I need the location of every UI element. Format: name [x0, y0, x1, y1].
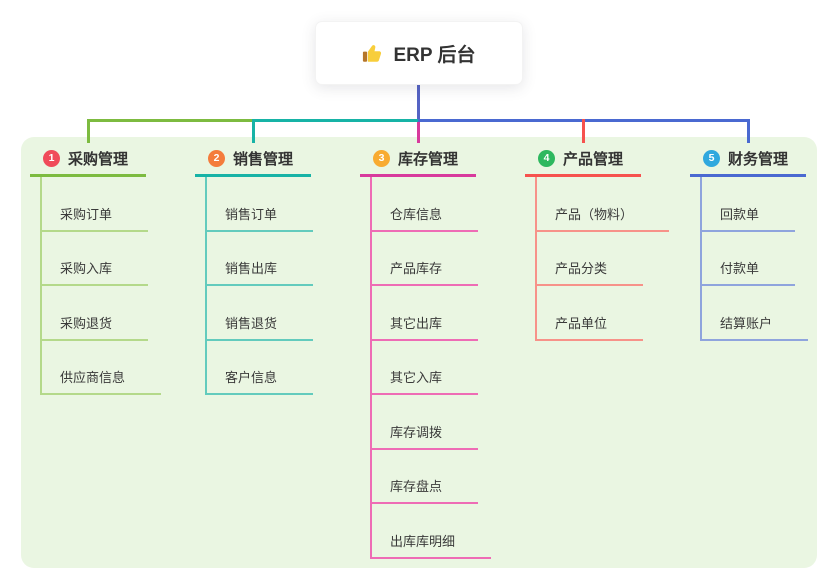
child-node[interactable]: 产品库存 — [372, 232, 479, 286]
branch-children: 回款单付款单结算账户 — [700, 177, 809, 341]
child-node-label: 其它出库 — [390, 315, 443, 331]
connector-bus-segment-1 — [86, 119, 253, 122]
root-title: ERP 后台 — [393, 44, 476, 66]
connector-drop-3 — [416, 122, 420, 143]
branch-4: 4 产品管理产品（物料） 产品分类产品单位 — [525, 143, 670, 341]
branch-2: 2 销售管理销售订单销售出库销售退货客户信息 — [195, 143, 314, 395]
child-node[interactable]: 采购退货 — [42, 286, 149, 341]
child-node-label: 销售订单 — [225, 206, 278, 222]
branch-number-badge: 3 — [373, 150, 390, 167]
child-node[interactable]: 产品分类 — [537, 232, 644, 286]
connector-bus-segment-2 — [253, 119, 418, 122]
child-node-label: 其它入库 — [390, 370, 443, 385]
child-node-label: 客户信息 — [225, 370, 278, 385]
branch-children: 销售订单销售出库销售退货客户信息 — [205, 177, 314, 395]
branch-title: 财务管理 — [728, 151, 789, 168]
child-node[interactable]: 其它出库 — [372, 286, 479, 341]
child-node-label: 采购订单 — [60, 206, 113, 222]
branch-children: 产品（物料） 产品分类产品单位 — [535, 177, 670, 341]
child-node[interactable]: 库存调拨 — [372, 395, 479, 450]
child-node-label: 供应商信息 — [60, 370, 126, 385]
branch-number-badge: 1 — [43, 150, 60, 167]
branch-title: 产品管理 — [563, 151, 624, 168]
root-node[interactable]: ERP 后台 — [315, 21, 523, 85]
child-node-label: 采购退货 — [60, 315, 113, 331]
branch-node-5[interactable]: 5 财务管理 — [690, 143, 806, 177]
child-node[interactable]: 库存盘点 — [372, 450, 479, 504]
mindmap-panel — [21, 137, 817, 568]
child-node-label: 采购入库 — [60, 261, 113, 276]
branch-number-badge: 5 — [703, 150, 720, 167]
child-node[interactable]: 结算账户 — [702, 286, 809, 341]
branch-node-4[interactable]: 4 产品管理 — [525, 143, 641, 177]
branch-number-badge: 2 — [208, 150, 225, 167]
branch-children: 仓库信息产品库存其它出库其它入库库存调拨库存盘点出库库明细 — [370, 177, 492, 559]
child-node-label: 出库库明细 — [390, 533, 456, 549]
child-node-label: 销售出库 — [225, 261, 278, 276]
child-node-label: 产品单位 — [555, 315, 608, 331]
branch-3: 3 库存管理仓库信息产品库存其它出库其它入库库存调拨库存盘点出库库明细 — [360, 143, 492, 559]
child-node-label: 产品（物料） — [555, 206, 634, 222]
branch-title: 销售管理 — [233, 151, 294, 168]
child-node[interactable]: 供应商信息 — [42, 341, 162, 395]
child-node-label: 结算账户 — [720, 315, 773, 331]
branch-node-1[interactable]: 1 采购管理 — [30, 143, 146, 177]
child-node-label: 产品分类 — [555, 261, 608, 276]
child-node[interactable]: 付款单 — [702, 232, 796, 286]
child-node[interactable]: 销售退货 — [207, 286, 314, 341]
child-node[interactable]: 客户信息 — [207, 341, 314, 395]
child-node[interactable]: 仓库信息 — [372, 177, 479, 232]
child-node[interactable]: 回款单 — [702, 177, 796, 232]
child-node[interactable]: 产品（物料） — [537, 177, 670, 232]
child-node-label: 销售退货 — [225, 315, 278, 331]
branch-title: 采购管理 — [68, 151, 129, 168]
connector-drop-4 — [581, 119, 585, 143]
child-node-label: 付款单 — [720, 261, 760, 276]
child-node[interactable]: 销售出库 — [207, 232, 314, 286]
child-node-label: 产品库存 — [390, 261, 443, 276]
branch-1: 1 采购管理采购订单采购入库采购退货供应商信息 — [30, 143, 162, 395]
child-node[interactable]: 采购入库 — [42, 232, 149, 286]
thumbs-up-icon — [363, 45, 382, 62]
child-node[interactable]: 产品单位 — [537, 286, 644, 341]
connector-drop-1 — [86, 119, 90, 143]
branch-node-2[interactable]: 2 销售管理 — [195, 143, 311, 177]
branch-number-badge: 4 — [538, 150, 555, 167]
branch-node-3[interactable]: 3 库存管理 — [360, 143, 476, 177]
child-node-label: 仓库信息 — [390, 206, 443, 222]
child-node[interactable]: 销售订单 — [207, 177, 314, 232]
child-node-label: 库存盘点 — [390, 479, 443, 494]
branch-children: 采购订单采购入库采购退货供应商信息 — [40, 177, 162, 395]
child-node[interactable]: 采购订单 — [42, 177, 149, 232]
child-node[interactable]: 出库库明细 — [372, 504, 492, 559]
child-node[interactable]: 其它入库 — [372, 341, 479, 395]
connector-drop-2 — [251, 119, 255, 143]
connector-drop-5 — [746, 119, 750, 143]
child-node-label: 库存调拨 — [390, 424, 443, 440]
branch-title: 库存管理 — [398, 151, 459, 168]
connector-root-line — [416, 83, 420, 119]
branch-5: 5 财务管理回款单付款单结算账户 — [690, 143, 809, 341]
child-node-label: 回款单 — [720, 206, 760, 222]
